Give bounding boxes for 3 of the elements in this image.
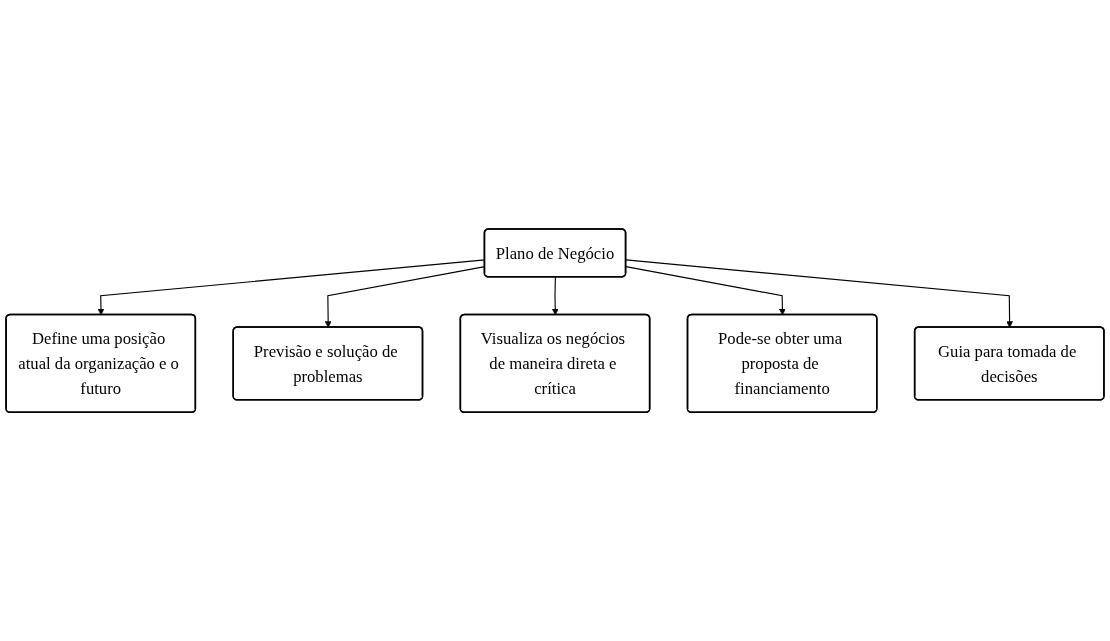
arrow — [625, 259, 1013, 328]
arrow — [551, 276, 559, 316]
arrow — [625, 265, 786, 316]
